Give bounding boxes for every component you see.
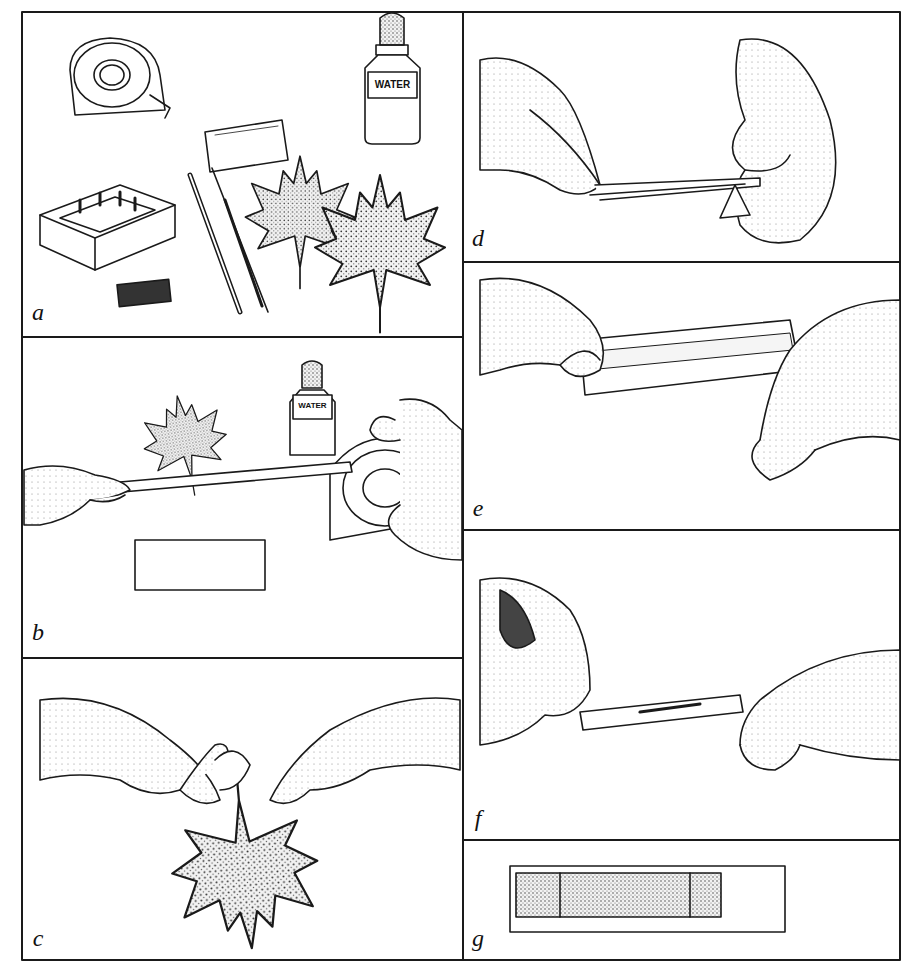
bottle-label-text: WATER <box>298 402 326 410</box>
tape-edge <box>689 873 691 917</box>
panel-letter: d <box>472 226 484 250</box>
tape-edge <box>559 873 561 917</box>
maple-leaf <box>315 175 445 333</box>
panel-letter: c <box>33 926 44 950</box>
panel-letter: g <box>472 926 484 950</box>
hand <box>480 39 836 243</box>
glass-slide <box>215 126 278 135</box>
glass-slide <box>205 120 288 172</box>
hand <box>480 278 900 480</box>
tape-strip <box>585 333 793 370</box>
bottle-label-text: WATER <box>375 80 410 90</box>
slide-box <box>40 185 175 270</box>
leaf-peel <box>720 185 750 218</box>
tape-dispenser <box>70 38 170 118</box>
panel-letter: b <box>32 620 44 644</box>
panel-letter: a <box>32 300 44 324</box>
hand <box>24 399 462 560</box>
tape-strip <box>640 704 700 712</box>
water-bottle <box>365 13 420 144</box>
panel-frame <box>22 12 900 960</box>
panel-letter: e <box>473 496 484 520</box>
glass-slide <box>580 695 743 730</box>
razor-blade <box>117 279 171 306</box>
mounted-peel <box>516 873 721 917</box>
panel-letter: f <box>475 806 482 830</box>
glass-slide <box>510 866 785 932</box>
hand <box>40 698 460 803</box>
water-bottle <box>290 361 335 455</box>
glass-slide <box>135 540 265 590</box>
glass-slide <box>580 320 800 395</box>
hand <box>480 578 900 770</box>
tape-strip <box>120 462 352 492</box>
